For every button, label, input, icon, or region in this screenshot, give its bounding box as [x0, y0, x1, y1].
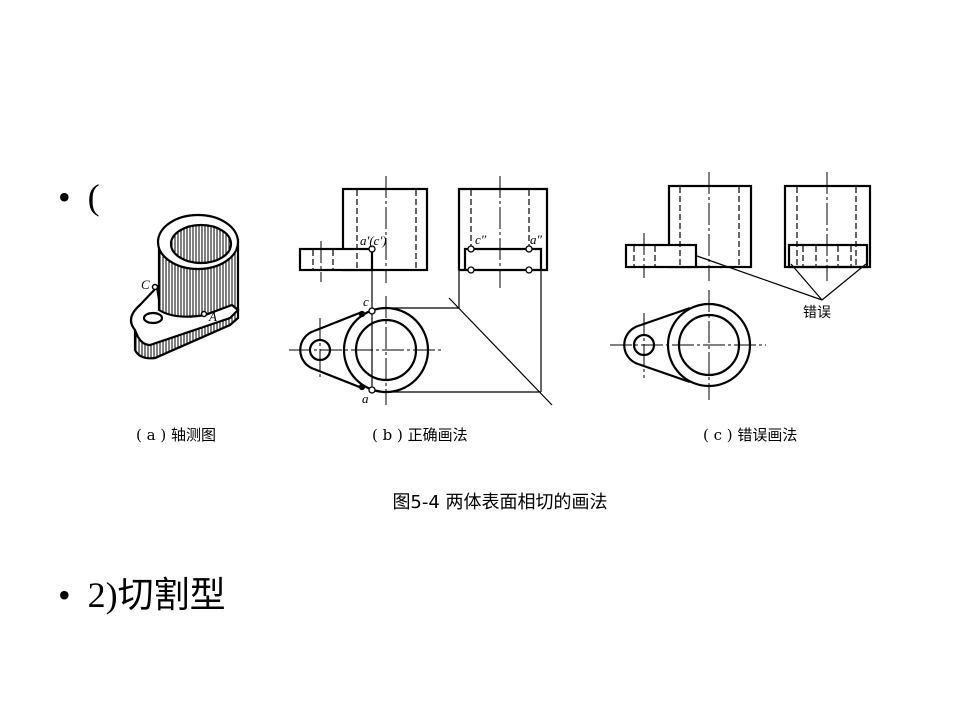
- point-label-c: c: [363, 294, 369, 309]
- point-label-C: C: [141, 277, 150, 292]
- wrong-drawing: [610, 172, 872, 400]
- bullet-2: • 2)切割型: [58, 566, 226, 618]
- point-label-a: a: [362, 391, 369, 406]
- point-label-A: A: [208, 309, 217, 324]
- annotation-error: 错误: [803, 305, 831, 321]
- bullet-text: 2)切割型: [87, 575, 226, 615]
- figure-caption: 图5-4 两体表面相切的画法: [392, 492, 608, 513]
- point-label-c-double-prime: c″: [475, 232, 487, 247]
- point-label-a-prime-c-prime: a′(c′): [360, 233, 387, 248]
- bullet-1: • (: [58, 176, 100, 218]
- panel-c-label: ( c ) 错误画法: [703, 426, 798, 444]
- bullet-text: (: [87, 177, 100, 217]
- bullet-symbol: •: [58, 177, 71, 217]
- point-label-a-double-prime: a″: [530, 232, 543, 247]
- panel-a-label: ( a ) 轴测图: [136, 426, 216, 444]
- bullet-symbol: •: [58, 575, 71, 615]
- correct-drawing: a′(c′) c″ a″ c a: [289, 176, 553, 406]
- panel-b-label: ( b ) 正确画法: [372, 426, 468, 444]
- isometric-view: C A: [129, 213, 240, 360]
